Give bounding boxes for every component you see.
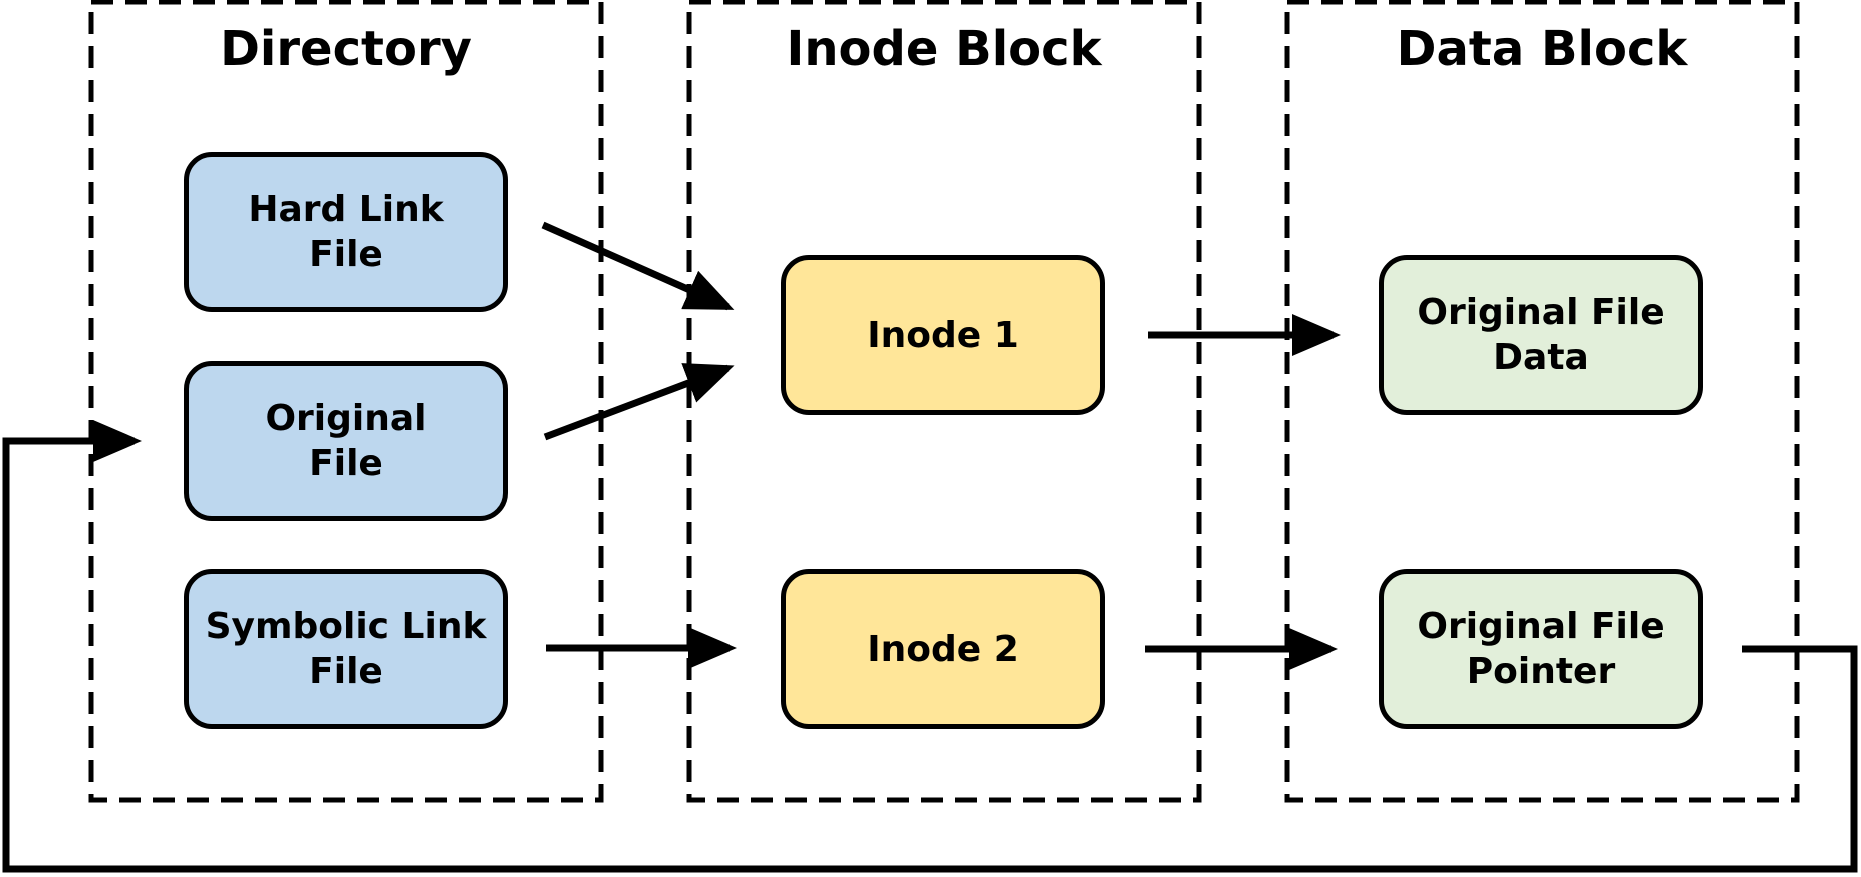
original-file-pointer-label: Original File Pointer — [1417, 606, 1665, 692]
arrow-hard-link-to-inode-1 — [541, 221, 735, 311]
inode-2-label: Inode 2 — [867, 628, 1019, 670]
hard-link-file-node: Hard Link File — [184, 152, 508, 312]
inode-2-node: Inode 2 — [781, 569, 1105, 729]
original-file-data-label: Original File Data — [1417, 292, 1665, 378]
original-file-pointer-node: Original File Pointer — [1379, 569, 1703, 729]
hard-link-file-label: Hard Link File — [248, 189, 444, 275]
data-block-title: Data Block — [1396, 21, 1688, 77]
symbolic-link-file-label: Symbolic Link File — [205, 606, 487, 692]
inode-1-node: Inode 1 — [781, 255, 1105, 415]
inode-1-label: Inode 1 — [867, 314, 1019, 356]
arrow-pointer-back-to-original-file — [2, 420, 1858, 873]
data-block-group-boundary — [1284, 0, 1800, 803]
original-file-node: Original File — [184, 361, 508, 521]
directory-group-boundary — [88, 0, 604, 803]
symbolic-link-file-node: Symbolic Link File — [184, 569, 508, 729]
original-file-label: Original File — [265, 398, 427, 484]
inode-block-title: Inode Block — [786, 21, 1102, 77]
directory-title: Directory — [220, 21, 472, 77]
arrow-original-to-inode-1 — [543, 363, 735, 441]
original-file-data-node: Original File Data — [1379, 255, 1703, 415]
